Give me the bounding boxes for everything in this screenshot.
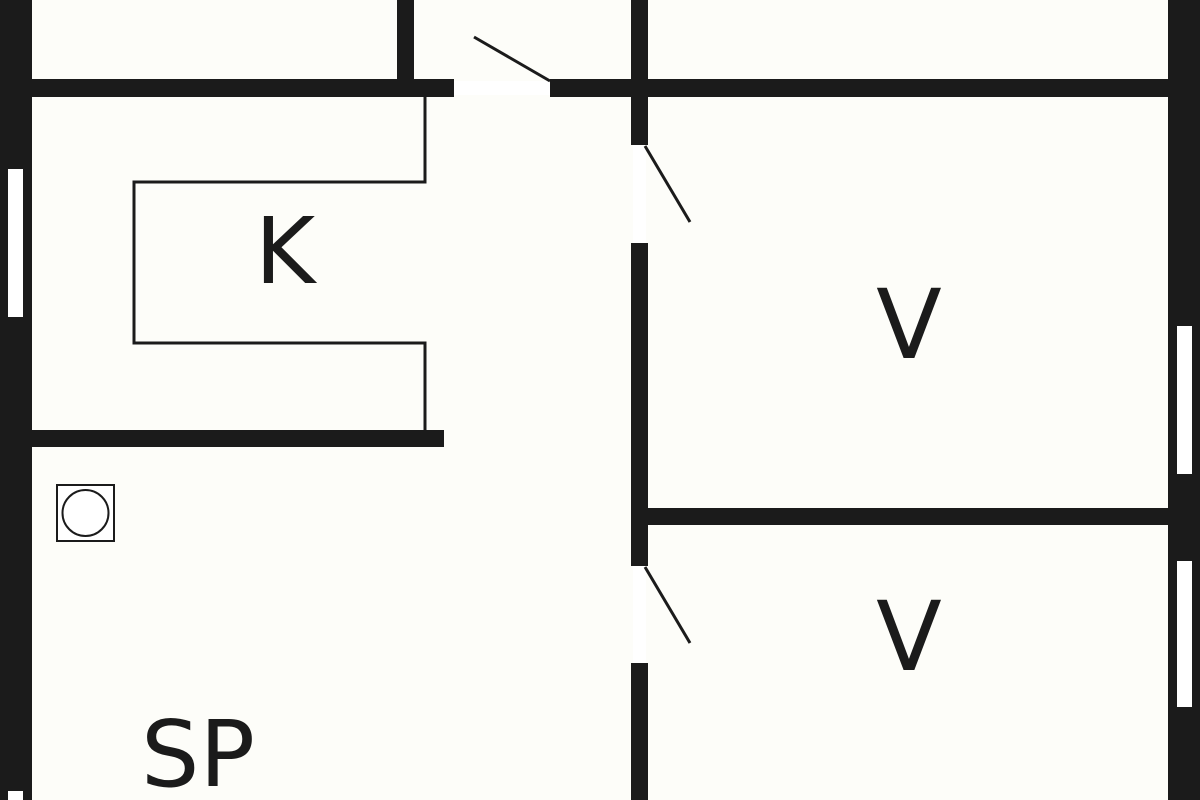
wall-center-3: [631, 663, 648, 800]
wall-stub-top-2: [631, 0, 648, 80]
door-opening-upper: [633, 145, 646, 243]
fireplace-icon: [56, 484, 115, 542]
wall-top-right: [550, 79, 1170, 97]
door-swing-icon: [643, 145, 692, 223]
exterior-wall-left: [0, 0, 32, 800]
room-label-kitchen: K: [255, 198, 318, 305]
wall-bedroom-divider: [648, 508, 1170, 525]
window-icon: [1175, 559, 1194, 709]
window-icon: [6, 167, 25, 319]
window-icon: [6, 789, 25, 800]
window-icon: [1175, 324, 1194, 476]
entry-door-opening: [454, 81, 550, 95]
wall-stub-top-1: [397, 0, 414, 80]
wall-kitchen-divider: [30, 430, 444, 447]
wall-center-2: [631, 243, 648, 566]
door-swing-icon: [643, 566, 692, 644]
room-label-bedroom-lower: V: [876, 581, 942, 693]
room-label-bedroom-upper: V: [876, 269, 942, 381]
door-opening-lower: [633, 566, 646, 663]
wall-center-1: [631, 95, 648, 145]
room-label-living: SP: [141, 701, 255, 800]
wall-top-left: [30, 79, 454, 97]
door-swing-icon: [473, 35, 551, 83]
kitchen-counter: [132, 97, 427, 432]
